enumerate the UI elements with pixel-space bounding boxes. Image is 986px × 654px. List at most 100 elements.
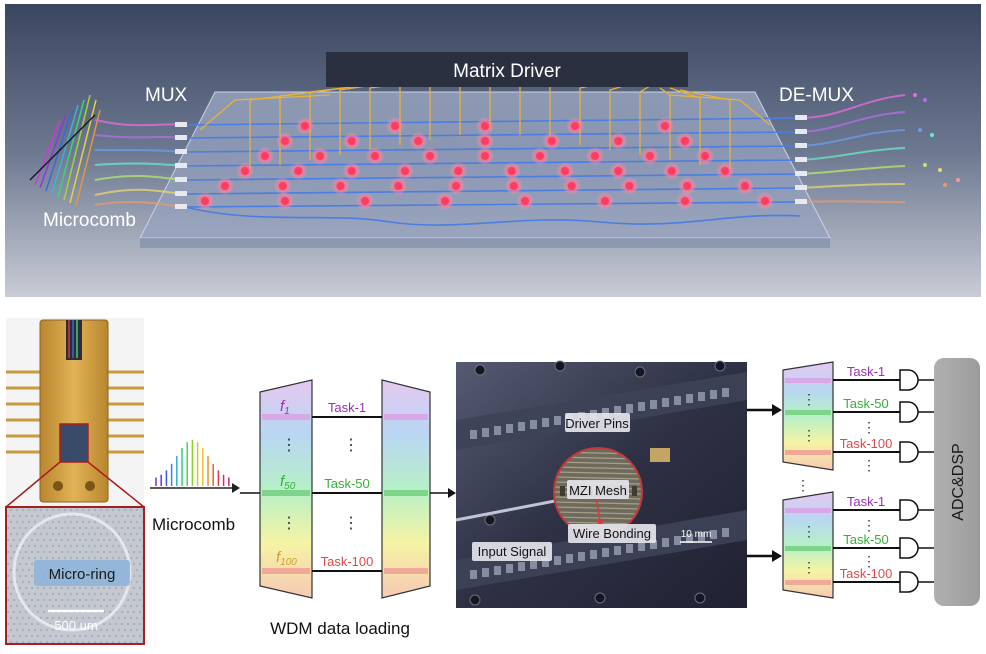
texture-dot xyxy=(60,538,64,542)
texture-dot xyxy=(120,634,124,638)
micro-ring-core xyxy=(667,167,676,175)
micro-ring-core xyxy=(316,152,324,160)
connector-pin xyxy=(674,396,681,405)
texture-dot xyxy=(21,532,25,536)
texture-dot xyxy=(21,616,25,620)
micro-ring-core xyxy=(394,182,403,190)
mux-ports xyxy=(175,122,187,209)
micro-ring-array xyxy=(196,117,774,210)
texture-dot xyxy=(129,532,133,536)
texture-dot xyxy=(99,544,103,548)
texture-dot xyxy=(75,604,79,608)
texture-dot xyxy=(48,586,52,590)
micro-ring-core xyxy=(414,137,423,145)
texture-dot xyxy=(33,532,37,536)
texture-dot xyxy=(84,586,88,590)
texture-dot xyxy=(114,550,118,554)
texture-dot xyxy=(126,526,130,530)
texture-dot xyxy=(33,520,37,524)
comb-lines xyxy=(155,440,230,486)
connector-pin xyxy=(662,398,669,407)
texture-dot xyxy=(114,514,118,518)
screw-hole xyxy=(694,592,706,604)
texture-dot xyxy=(42,526,46,530)
texture-dot xyxy=(66,526,70,530)
texture-dot xyxy=(51,616,55,620)
mount-hole xyxy=(85,481,95,491)
texture-dot xyxy=(78,598,82,602)
connector-pin xyxy=(554,556,561,565)
texture-dot xyxy=(51,532,55,536)
connector-pin xyxy=(494,426,501,435)
texture-dot xyxy=(117,544,121,548)
photodetector-icon xyxy=(899,369,919,391)
texture-dot xyxy=(72,598,76,602)
texture-dot xyxy=(105,556,109,560)
texture-dot xyxy=(117,508,121,512)
micro-ring-core xyxy=(521,197,529,205)
texture-dot xyxy=(117,556,121,560)
micro-ring-core xyxy=(201,197,209,205)
texture-dot xyxy=(75,556,79,560)
out-task-100-bottom: Task-100 xyxy=(840,566,893,581)
texture-dot xyxy=(9,628,13,632)
texture-dot xyxy=(114,634,118,638)
texture-dot xyxy=(96,526,100,530)
texture-dot xyxy=(135,508,139,512)
texture-dot xyxy=(81,556,85,560)
micro-ring-core xyxy=(683,182,692,190)
texture-dot xyxy=(87,640,91,644)
matrix-driver-label: Matrix Driver xyxy=(453,61,561,82)
texture-dot xyxy=(42,634,46,638)
texture-dot xyxy=(129,544,133,548)
connector-pin xyxy=(686,534,693,543)
out-dots: ⋮ xyxy=(862,517,876,533)
texture-dot xyxy=(102,538,106,542)
texture-dot xyxy=(90,538,94,542)
texture-dot xyxy=(90,622,94,626)
texture-dot xyxy=(72,550,76,554)
texture-dot xyxy=(129,616,133,620)
micro-ring-core xyxy=(614,167,623,175)
micro-ring-core xyxy=(601,197,609,205)
texture-dot xyxy=(48,526,52,530)
texture-dot xyxy=(21,568,25,572)
texture-dot xyxy=(24,526,28,530)
texture-dot xyxy=(111,640,115,644)
texture-dot xyxy=(54,526,58,530)
texture-dot xyxy=(60,634,64,638)
texture-dot xyxy=(117,616,121,620)
texture-dot xyxy=(78,538,82,542)
micro-ring-core xyxy=(661,122,669,130)
out-dots: ⋮ xyxy=(802,559,816,575)
screw-hole xyxy=(469,594,481,606)
texture-dot xyxy=(132,514,136,518)
texture-dot xyxy=(135,544,139,548)
texture-dot xyxy=(57,532,61,536)
texture-dot xyxy=(138,538,142,542)
texture-dot xyxy=(15,520,19,524)
zoom-line xyxy=(87,461,145,508)
texture-dot xyxy=(51,544,55,548)
texture-dot xyxy=(57,616,61,620)
zoom-line xyxy=(5,461,61,508)
texture-dot xyxy=(36,610,40,614)
texture-dot xyxy=(21,580,25,584)
texture-dot xyxy=(108,514,112,518)
texture-dot xyxy=(36,514,40,518)
texture-dot xyxy=(69,544,73,548)
texture-dot xyxy=(39,508,43,512)
texture-dot xyxy=(30,598,34,602)
wdm-dots: ⋮ xyxy=(281,437,297,454)
photodetector-icon xyxy=(899,499,919,521)
texture-dot xyxy=(102,550,106,554)
wdm-task-100: Task-100 xyxy=(321,554,374,569)
texture-dot xyxy=(114,622,118,626)
texture-dot xyxy=(9,532,13,536)
micro-ring-core xyxy=(646,152,654,160)
texture-dot xyxy=(48,634,52,638)
micro-ring-core xyxy=(509,182,518,190)
texture-dot xyxy=(66,634,70,638)
texture-dot xyxy=(111,544,115,548)
